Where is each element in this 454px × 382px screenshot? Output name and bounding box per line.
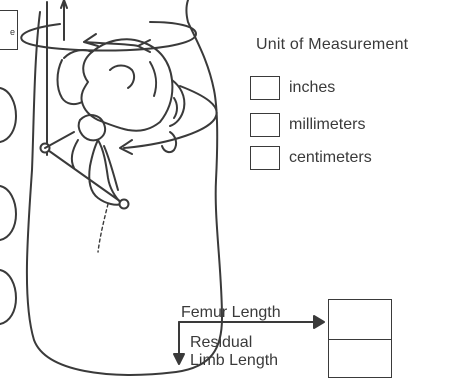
pelvis-bone xyxy=(81,39,172,130)
pelvis-detail-2 xyxy=(58,60,83,104)
residual-limb-length-input[interactable] xyxy=(328,339,392,378)
inches-checkbox[interactable] xyxy=(250,76,280,100)
edge-circle-3 xyxy=(0,270,16,324)
residual-limb-length-label: Residual Limb Length xyxy=(190,334,278,370)
femur-trochanter-line xyxy=(45,132,74,148)
millimeters-label: millimeters xyxy=(289,116,365,134)
edge-label-text: e xyxy=(10,27,15,37)
ischium-2 xyxy=(174,98,177,118)
unit-of-measurement-title: Unit of Measurement xyxy=(256,36,408,54)
limb-axis-line xyxy=(98,204,108,252)
pelvis-detail-3 xyxy=(150,62,156,96)
residual-leader-arrowhead xyxy=(174,354,184,364)
edge-label-box: e xyxy=(0,10,18,50)
edge-circle-1 xyxy=(0,88,16,142)
top-rotation-arrowhead-left xyxy=(84,34,98,46)
residual-label-line-1: Residual xyxy=(190,334,278,352)
hip-rotation-arrow xyxy=(124,86,217,148)
femur-length-input[interactable] xyxy=(328,299,392,340)
inches-label: inches xyxy=(289,79,335,97)
femur-leader-arrowhead xyxy=(314,316,324,328)
femur-length-line xyxy=(45,148,124,204)
unit-option-inches[interactable]: inches xyxy=(250,76,335,100)
centimeters-label: centimeters xyxy=(289,149,372,167)
pelvis-detail-4 xyxy=(110,66,134,89)
edge-circle-2 xyxy=(0,186,16,240)
unit-option-millimeters[interactable]: millimeters xyxy=(250,113,365,137)
femoral-head xyxy=(79,115,105,140)
residual-label-line-2: Limb Length xyxy=(190,352,278,370)
femur-length-label: Femur Length xyxy=(181,304,281,322)
femur-bottom-landmark xyxy=(120,200,129,209)
millimeters-checkbox[interactable] xyxy=(250,113,280,137)
femur-upper xyxy=(72,140,78,168)
centimeters-checkbox[interactable] xyxy=(250,146,280,170)
unit-option-centimeters[interactable]: centimeters xyxy=(250,146,372,170)
